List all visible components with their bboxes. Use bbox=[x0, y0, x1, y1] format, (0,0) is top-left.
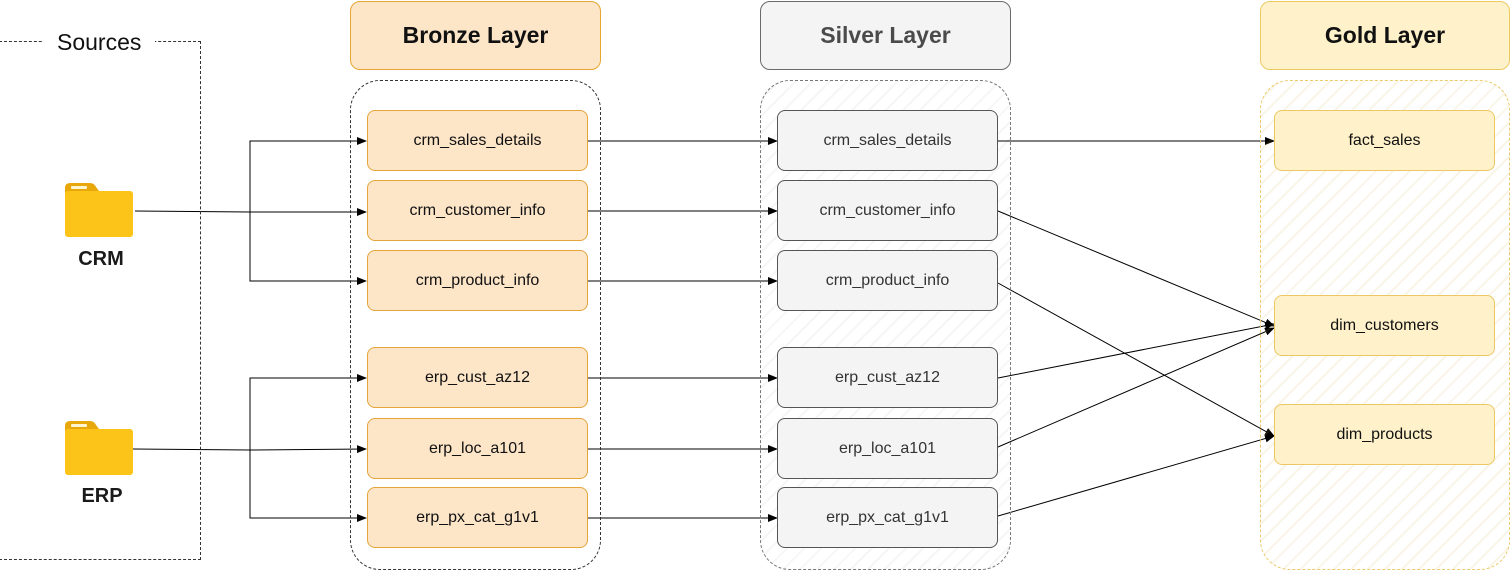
gold-layer-header: Gold Layer bbox=[1260, 1, 1510, 70]
sources-group bbox=[0, 41, 201, 560]
bronze-table[interactable]: crm_sales_details bbox=[367, 110, 588, 171]
sources-title: Sources bbox=[43, 28, 156, 56]
bronze-table[interactable]: erp_loc_a101 bbox=[367, 418, 588, 479]
bronze-table[interactable]: erp_px_cat_g1v1 bbox=[367, 487, 588, 548]
crm-source[interactable] bbox=[62, 180, 134, 243]
edge-erp-pxcat bbox=[249, 450, 367, 522]
crm-label: CRM bbox=[78, 248, 124, 270]
gold-table[interactable]: dim_products bbox=[1274, 404, 1495, 465]
edge-erp-loc bbox=[249, 445, 367, 454]
bronze-table[interactable]: erp_cust_az12 bbox=[367, 347, 588, 408]
silver-layer-header: Silver Layer bbox=[760, 1, 1011, 70]
gold-table[interactable]: fact_sales bbox=[1274, 110, 1495, 171]
bronze-table[interactable]: crm_product_info bbox=[367, 250, 588, 311]
folder-icon bbox=[65, 421, 133, 475]
edge-sg-cust-info bbox=[997, 210, 1275, 327]
edge-crm-product bbox=[249, 212, 367, 285]
erp-label: ERP bbox=[81, 485, 123, 507]
edge-sg-pxcat bbox=[997, 434, 1275, 517]
edge-erp-cust bbox=[249, 374, 367, 450]
silver-table[interactable]: crm_product_info bbox=[777, 250, 998, 311]
edge-sg-cust-az12 bbox=[997, 321, 1275, 379]
bronze-table[interactable]: crm_customer_info bbox=[367, 180, 588, 241]
gold-table[interactable]: dim_customers bbox=[1274, 295, 1495, 356]
edge-sg-loc bbox=[997, 327, 1275, 448]
folder-icon bbox=[65, 183, 133, 237]
silver-table[interactable]: crm_customer_info bbox=[777, 180, 998, 241]
silver-table[interactable]: erp_loc_a101 bbox=[777, 418, 998, 479]
bronze-layer-lane bbox=[350, 80, 601, 570]
edge-sg-product bbox=[997, 282, 1275, 437]
edge-crm-sales bbox=[249, 137, 367, 212]
silver-table[interactable]: erp_px_cat_g1v1 bbox=[777, 487, 998, 548]
bronze-layer-header: Bronze Layer bbox=[350, 1, 601, 70]
silver-table[interactable]: crm_sales_details bbox=[777, 110, 998, 171]
silver-table[interactable]: erp_cust_az12 bbox=[777, 347, 998, 408]
erp-source[interactable] bbox=[62, 418, 134, 481]
